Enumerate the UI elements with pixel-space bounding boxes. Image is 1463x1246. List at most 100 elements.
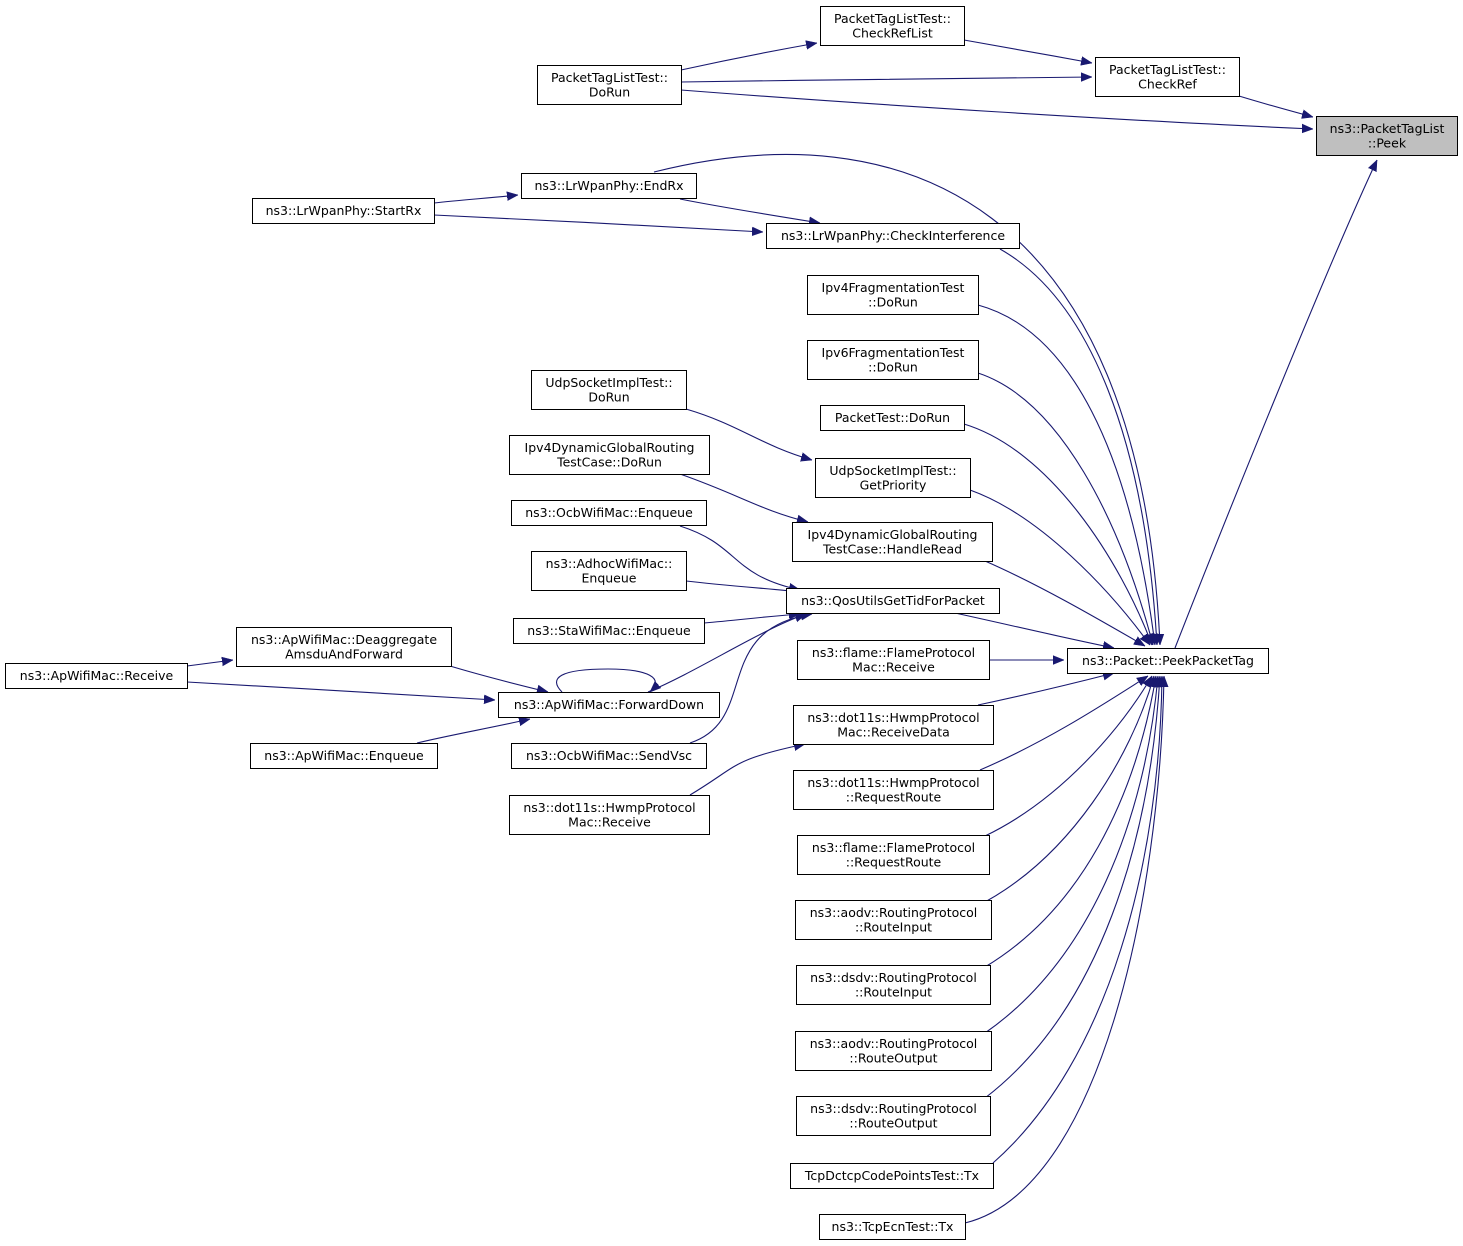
node-label: ::DoRun (868, 294, 918, 309)
node-peekpackettag[interactable]: ns3::Packet::PeekPacketTag (1067, 648, 1269, 674)
edge-qos-to-peekpackettag (954, 612, 1114, 648)
node-flame_reqroute[interactable]: ns3::flame::FlameProtocol::RequestRoute (797, 835, 990, 875)
node-label: CheckRef (1138, 76, 1197, 91)
edge-arrow (186, 681, 495, 700)
node-label: AmsduAndForward (285, 646, 403, 661)
edge-aodv_rout-to-peekpackettag (984, 676, 1158, 1034)
node-label: ns3::ApWifiMac::Deaggregate (251, 632, 437, 647)
edge-ipv4dyn_hr-to-peekpackettag (984, 560, 1145, 647)
edge-tcpecn-to-peekpackettag (964, 676, 1164, 1224)
node-ipv4frag[interactable]: Ipv4FragmentationTest::DoRun (807, 275, 979, 315)
node-deagg[interactable]: ns3::ApWifiMac::DeaggregateAmsduAndForwa… (236, 627, 452, 667)
node-box (792, 522, 993, 562)
node-label: ns3::TcpEcnTest::Tx (832, 1219, 954, 1234)
node-adhoc_enq[interactable]: ns3::AdhocWifiMac::Enqueue (531, 551, 687, 591)
node-peek[interactable]: ns3::PacketTagList::Peek (1316, 116, 1458, 156)
node-label: UdpSocketImplTest:: (545, 375, 672, 390)
edge-arrow (449, 665, 548, 692)
node-hwmp_reqroute[interactable]: ns3::dot11s::HwmpProtocol::RequestRoute (793, 770, 994, 810)
node-label: Mac::Receive (568, 814, 651, 829)
node-packettest[interactable]: PacketTest::DoRun (820, 405, 965, 431)
edge-arrow (984, 676, 1153, 837)
edge-forwarddown-to-forwarddown (556, 668, 656, 692)
node-dsdv_rin[interactable]: ns3::dsdv::RoutingProtocol::RouteInput (796, 965, 991, 1005)
node-aodv_rin[interactable]: ns3::aodv::RoutingProtocol::RouteInput (795, 900, 992, 940)
node-label: ns3::flame::FlameProtocol (812, 645, 975, 660)
node-ap_enq[interactable]: ns3::ApWifiMac::Enqueue (250, 743, 438, 769)
node-box (509, 435, 710, 475)
edge-udp_getprio-to-peekpackettag (969, 489, 1151, 645)
node-checkreflist[interactable]: PacketTagListTest::CheckRefList (820, 6, 965, 46)
node-ocb_enq[interactable]: ns3::OcbWifiMac::Enqueue (511, 500, 707, 526)
node-checkref[interactable]: PacketTagListTest::CheckRef (1095, 57, 1240, 97)
edge-startrx-to-checkinterf (433, 214, 763, 232)
edge-arrow (689, 744, 805, 796)
edge-arrow (979, 675, 1148, 771)
node-dsdv_rout[interactable]: ns3::dsdv::RoutingProtocol::RouteOutput (796, 1096, 991, 1136)
node-box (807, 340, 979, 380)
edge-arrow (680, 77, 1092, 83)
node-label: Ipv4FragmentationTest (822, 280, 965, 295)
node-box (815, 458, 971, 498)
node-label: ::RouteInput (855, 919, 932, 934)
edge-ipv4dyn_dorun-to-ipv4dyn_hr (679, 473, 808, 522)
node-label: ns3::LrWpanPhy::EndRx (535, 178, 684, 193)
node-label: ns3::dsdv::RoutingProtocol (810, 1101, 977, 1116)
edge-sta_enq-to-qos (703, 614, 800, 624)
edge-ap_enq-to-forwarddown (416, 719, 530, 744)
edge-arrow (977, 673, 1114, 706)
node-label: ::RequestRoute (846, 789, 942, 804)
node-ptl_dorun[interactable]: PacketTagListTest::DoRun (537, 65, 682, 105)
node-label: GetPriority (860, 477, 927, 492)
node-checkinterf[interactable]: ns3::LrWpanPhy::CheckInterference (766, 223, 1020, 249)
edge-arrow (433, 195, 518, 204)
edge-deagg-to-forwarddown (449, 665, 548, 692)
node-box (498, 692, 720, 718)
node-sta_enq[interactable]: ns3::StaWifiMac::Enqueue (513, 618, 705, 644)
node-startrx[interactable]: ns3::LrWpanPhy::StartRx (252, 198, 435, 224)
edge-endrx-to-checkinterf (679, 198, 820, 223)
node-endrx[interactable]: ns3::LrWpanPhy::EndRx (521, 173, 697, 199)
node-label: Mac::ReceiveData (837, 724, 950, 739)
edge-ap_receive-to-deagg (186, 660, 233, 667)
node-qos[interactable]: ns3::QosUtilsGetTidForPacket (786, 588, 1000, 614)
node-tcpecn[interactable]: ns3::TcpEcnTest::Tx (819, 1214, 966, 1240)
node-tcpdctcp[interactable]: TcpDctcpCodePointsTest::Tx (790, 1163, 994, 1189)
edge-hwmp_recvdata-to-peekpackettag (977, 673, 1114, 706)
node-ocb_sendvsc[interactable]: ns3::OcbWifiMac::SendVsc (511, 743, 707, 769)
edge-startrx-to-endrx (433, 195, 518, 204)
node-box (766, 223, 1020, 249)
node-ap_receive[interactable]: ns3::ApWifiMac::Receive (5, 663, 188, 689)
edge-arrow (703, 614, 800, 624)
node-label: ns3::ApWifiMac::ForwardDown (514, 697, 704, 712)
node-udp_dorun[interactable]: UdpSocketImplTest::DoRun (531, 370, 687, 410)
node-label: UdpSocketImplTest:: (829, 463, 956, 478)
node-ipv6frag[interactable]: Ipv6FragmentationTest::DoRun (807, 340, 979, 380)
edge-hwmp_reqroute-to-peekpackettag (979, 675, 1148, 771)
node-label: PacketTagListTest:: (1109, 62, 1226, 77)
node-udp_getprio[interactable]: UdpSocketImplTest::GetPriority (815, 458, 971, 498)
edge-arrow (679, 473, 808, 522)
node-box (5, 663, 188, 689)
node-ipv4dyn_hr[interactable]: Ipv4DynamicGlobalRoutingTestCase::Handle… (792, 522, 993, 562)
node-aodv_rout[interactable]: ns3::aodv::RoutingProtocol::RouteOutput (795, 1031, 992, 1071)
node-forwarddown[interactable]: ns3::ApWifiMac::ForwardDown (498, 692, 720, 718)
node-hwmp_recvdata[interactable]: ns3::dot11s::HwmpProtocolMac::ReceiveDat… (793, 705, 994, 745)
edge-arrow (984, 676, 1158, 1034)
edge-arrow (680, 89, 1313, 129)
node-label: ::RouteInput (855, 984, 932, 999)
edge-checkreflist-to-checkref (963, 39, 1092, 63)
edge-arrow (984, 560, 1145, 647)
edge-dsdv_rin-to-peekpackettag (984, 676, 1156, 968)
edge-arrow (969, 489, 1151, 645)
node-label: ns3::ApWifiMac::Enqueue (264, 748, 424, 763)
edge-ptl_dorun-to-checkreflist (680, 43, 817, 71)
node-box (1067, 648, 1269, 674)
node-label: ::RequestRoute (846, 854, 942, 869)
edge-arrow (186, 660, 233, 667)
node-label: TestCase::HandleRead (822, 541, 962, 556)
